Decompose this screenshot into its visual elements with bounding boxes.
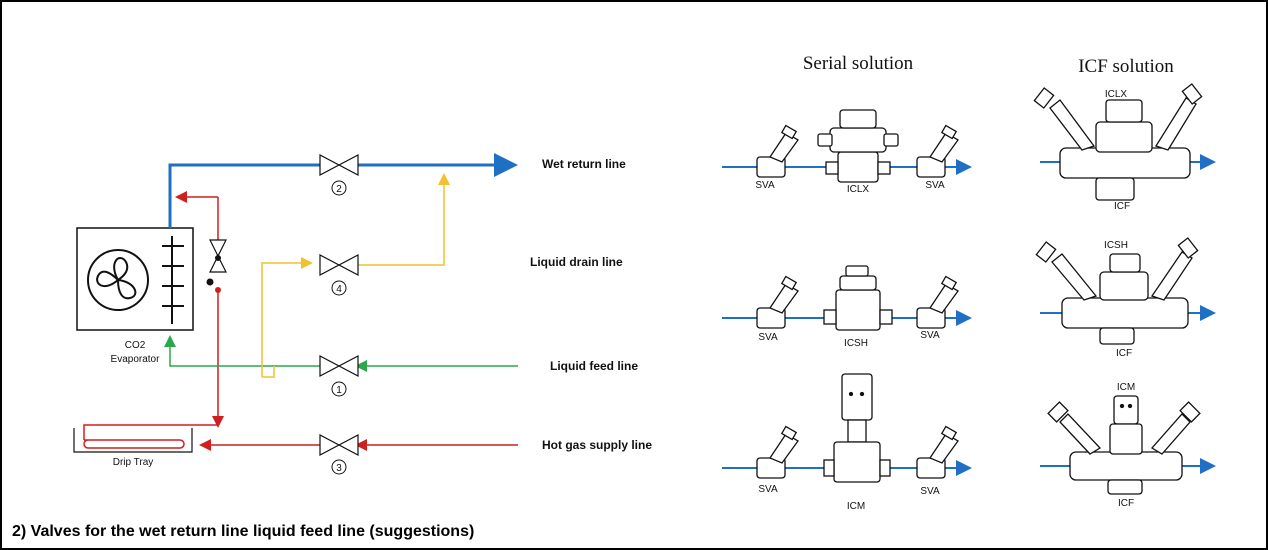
icf-row-3-top-label: ICM bbox=[1117, 382, 1135, 393]
serial-solution-title: Serial solution bbox=[803, 53, 914, 74]
liquid-drain-line-label: Liquid drain line bbox=[530, 255, 623, 269]
valve-number-3: 3 bbox=[336, 463, 342, 474]
valve-2: 2 bbox=[319, 154, 359, 196]
sva-valve-icon bbox=[756, 275, 799, 329]
drip-tray-label: Drip Tray bbox=[113, 457, 154, 468]
icf-valve-icon bbox=[1033, 83, 1203, 201]
valve-number-4: 4 bbox=[336, 284, 342, 295]
icf-row-1: ICLX ICF bbox=[1033, 83, 1216, 212]
icf-valve-icon bbox=[1047, 395, 1201, 495]
sva-valve-icon bbox=[756, 425, 799, 479]
hot-gas-supply-line-label: Hot gas supply line bbox=[542, 438, 652, 452]
icf-row-1-bottom-label: ICF bbox=[1114, 201, 1130, 212]
serial-row-3: SVA ICM SVA bbox=[722, 373, 972, 512]
valve-number-2: 2 bbox=[336, 184, 342, 195]
iclx-valve-icon bbox=[817, 109, 899, 183]
sva-valve-icon bbox=[916, 124, 959, 178]
co2-evaporator bbox=[76, 227, 194, 331]
sva-valve-icon bbox=[756, 124, 799, 178]
serial-row-2-right-label: SVA bbox=[920, 330, 940, 341]
valve-1: 1 bbox=[319, 355, 359, 397]
fan-icon bbox=[96, 257, 137, 300]
valve-3: 3 bbox=[319, 434, 359, 475]
serial-row-1-left-label: SVA bbox=[755, 180, 775, 191]
vertical-valve bbox=[206, 239, 227, 293]
icf-row-2-bottom-label: ICF bbox=[1116, 348, 1132, 359]
wet-return-line-label: Wet return line bbox=[542, 157, 626, 171]
liquid-feed-line-label: Liquid feed line bbox=[550, 359, 638, 373]
evaporator-label-line2: Evaporator bbox=[111, 354, 161, 365]
serial-row-1-main-label: ICLX bbox=[847, 184, 870, 195]
icsh-valve-icon bbox=[823, 265, 893, 331]
serial-row-1-right-label: SVA bbox=[925, 180, 945, 191]
serial-row-2: SVA ICSH SVA bbox=[722, 265, 972, 349]
icf-row-3: ICM ICF bbox=[1040, 382, 1216, 509]
figure-caption: 2) Valves for the wet return line liquid… bbox=[12, 523, 475, 540]
drip-tray bbox=[73, 428, 193, 453]
icf-solution-title: ICF solution bbox=[1078, 56, 1174, 77]
valve-number-1: 1 bbox=[336, 385, 342, 396]
valve-4: 4 bbox=[319, 254, 359, 296]
sva-valve-icon bbox=[916, 425, 959, 479]
icf-row-3-bottom-label: ICF bbox=[1118, 498, 1134, 509]
serial-row-3-main-label: ICM bbox=[847, 501, 865, 512]
serial-row-2-main-label: ICSH bbox=[844, 338, 868, 349]
icf-row-2-top-label: ICSH bbox=[1104, 240, 1128, 251]
icm-valve-icon bbox=[823, 373, 891, 483]
icf-row-2: ICSH ICF bbox=[1035, 237, 1216, 359]
icf-row-1-top-label: ICLX bbox=[1105, 89, 1128, 100]
serial-row-1: SVA ICLX SVA bbox=[722, 109, 972, 195]
icf-valve-icon bbox=[1035, 237, 1199, 345]
serial-row-2-left-label: SVA bbox=[758, 332, 778, 343]
serial-row-3-right-label: SVA bbox=[920, 486, 940, 497]
sva-valve-icon bbox=[916, 275, 959, 329]
evaporator-label-line1: CO2 bbox=[125, 340, 146, 351]
serial-row-3-left-label: SVA bbox=[758, 484, 778, 495]
